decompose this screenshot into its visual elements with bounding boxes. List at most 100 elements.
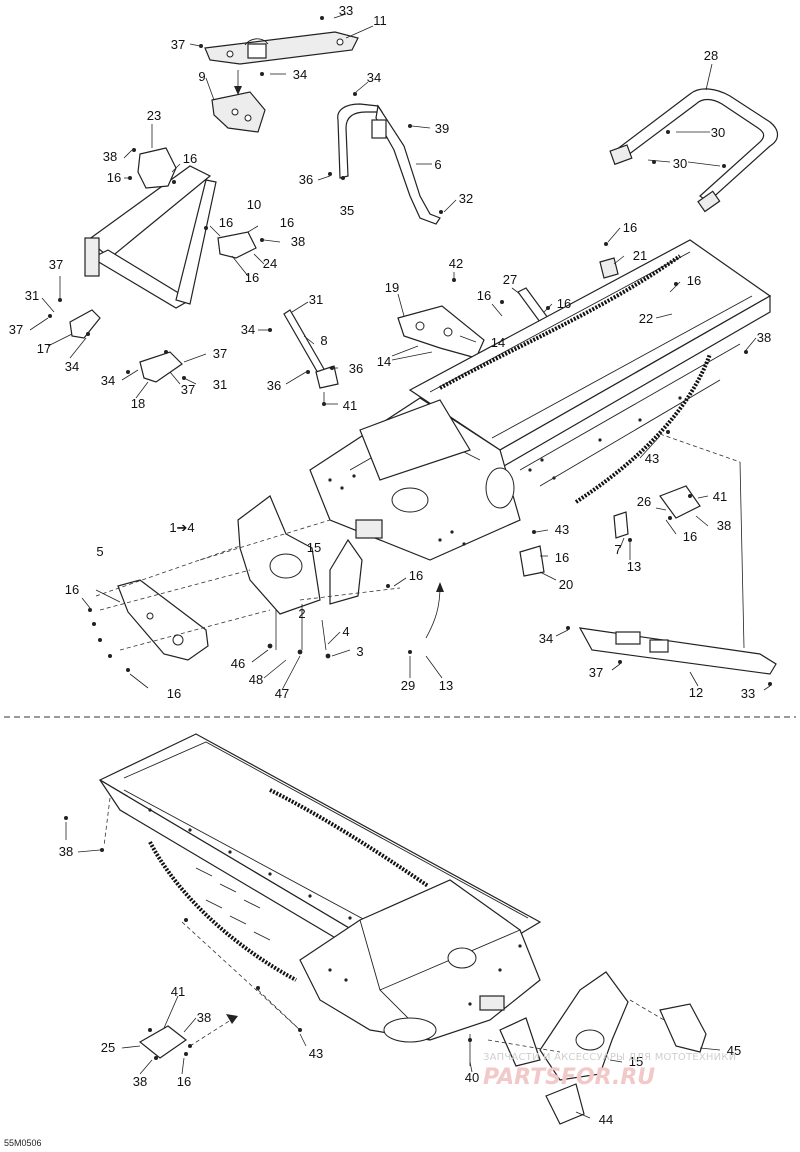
callout-40: 40 [465, 1070, 479, 1085]
callout-35: 35 [340, 203, 354, 218]
callout-13-b: 13 [439, 678, 453, 693]
callout-34-top: 34 [293, 67, 307, 82]
hardware-dots-bottom [64, 816, 472, 1060]
callout-16-e: 16 [245, 270, 259, 285]
callout-43-b: 43 [555, 522, 569, 537]
callout-33-b: 33 [741, 686, 755, 701]
callout-16-f: 16 [477, 288, 491, 303]
callout-14-b: 14 [491, 335, 505, 350]
callout-36-b: 36 [349, 361, 363, 376]
callout-14-a: 14 [377, 354, 391, 369]
callout-16-h: 16 [623, 220, 637, 235]
part-6-column-support [337, 103, 441, 225]
callout-11: 11 [373, 13, 387, 28]
part-mount-bracket-bottom [499, 1017, 541, 1067]
callout-38-c: 38 [757, 330, 771, 345]
callout-34-e: 34 [241, 322, 255, 337]
part-7-clip [613, 511, 629, 539]
watermark-logo: PARTSFOR.RU [483, 1065, 656, 1090]
callout-37-a: 37 [49, 257, 63, 272]
callout-31-a: 31 [25, 288, 39, 303]
callout-30-b: 30 [673, 156, 687, 171]
callout-37-top: 37 [171, 37, 185, 52]
part-45-cover [659, 1003, 707, 1053]
callout-13-a: 13 [627, 559, 641, 574]
callout-leaders [29, 13, 771, 1119]
callout-45: 45 [727, 1043, 741, 1058]
callout-30-a: 30 [711, 125, 725, 140]
callout-16-a: 16 [183, 151, 197, 166]
callout-43-c: 43 [309, 1046, 323, 1061]
callout-31-c: 31 [309, 292, 323, 307]
callout-41-a: 41 [343, 398, 357, 413]
callout-32: 32 [459, 191, 473, 206]
part-5-engine-mount-plate [117, 579, 209, 661]
callout-38-e: 38 [59, 844, 73, 859]
callout-16-i: 16 [687, 273, 701, 288]
callout-23: 23 [147, 108, 161, 123]
part-27-strip [517, 287, 549, 323]
callout-41-b: 41 [713, 489, 727, 504]
callout-8: 8 [320, 333, 327, 348]
callout-18: 18 [131, 396, 145, 411]
callout-16-n: 16 [409, 568, 423, 583]
part-15-engine-mount-bottom [539, 971, 629, 1081]
callout-25: 25 [101, 1040, 115, 1055]
part-11-support-bar [204, 31, 359, 65]
callout-39: 39 [435, 121, 449, 136]
part-28-rear-grab-handle [609, 88, 779, 213]
callout-2: 2 [298, 606, 305, 621]
callout-38-f: 38 [197, 1010, 211, 1025]
callout-36-c: 36 [267, 378, 281, 393]
callout-44: 44 [599, 1112, 613, 1127]
callout-29: 29 [401, 678, 415, 693]
tunnel-assembly-bottom [98, 733, 542, 1043]
callout-38-d: 38 [717, 518, 731, 533]
callout-10: 10 [247, 197, 261, 212]
callout-37-c: 37 [181, 382, 195, 397]
callout-38-g: 38 [133, 1074, 147, 1089]
callout-26: 26 [637, 494, 651, 509]
callout-42: 42 [449, 256, 463, 271]
watermark: ЗАПЧАСТИ И АКСЕССУАРЫ ДЛЯ МОТОТЕХНИКИ PA… [483, 1052, 783, 1090]
callout-41-c: 41 [171, 984, 185, 999]
part-12-support-bar [578, 627, 777, 675]
tunnel-assembly-top [309, 239, 772, 561]
callout-36-a: 36 [299, 172, 313, 187]
callout-31-b: 31 [213, 377, 227, 392]
callout-33-top: 33 [339, 3, 353, 18]
callout-17: 17 [37, 341, 51, 356]
callout-38-a: 38 [103, 149, 117, 164]
callout-47: 47 [275, 686, 289, 701]
callout-4: 4 [342, 624, 349, 639]
callout-43-a: 43 [645, 451, 659, 466]
callout-16-b: 16 [107, 170, 121, 185]
callout-20: 20 [559, 577, 573, 592]
callout-46: 46 [231, 656, 245, 671]
callout-34-f: 34 [539, 631, 553, 646]
callout-34-b: 34 [367, 70, 381, 85]
watermark-tagline: ЗАПЧАСТИ И АКСЕССУАРЫ ДЛЯ МОТОТЕХНИКИ [483, 1052, 737, 1063]
callout-16-k: 16 [555, 550, 569, 565]
callout-34-c: 34 [65, 359, 79, 374]
callout-22: 22 [639, 311, 653, 326]
part-26-plate [659, 485, 701, 519]
callout-5: 5 [96, 544, 103, 559]
callout-group-note: 1➔4 [169, 520, 194, 535]
callout-27: 27 [503, 272, 517, 287]
part-17-bracket [69, 309, 101, 339]
callout-28: 28 [704, 48, 718, 63]
callout-16-l: 16 [65, 582, 79, 597]
part-8-rod [283, 309, 339, 404]
callout-7: 7 [614, 542, 621, 557]
callout-16-c: 16 [219, 215, 233, 230]
callout-12: 12 [689, 685, 703, 700]
part-18-bracket [139, 351, 183, 383]
callout-9: 9 [198, 69, 205, 84]
part-20-bracket [519, 545, 545, 577]
callout-labels: 33 11 37 34 9 34 39 6 36 35 32 28 30 30 … [9, 3, 771, 1127]
callout-38-b: 38 [291, 234, 305, 249]
part-15-engine-mount-support [237, 495, 363, 615]
part-9-bracket [211, 70, 266, 133]
